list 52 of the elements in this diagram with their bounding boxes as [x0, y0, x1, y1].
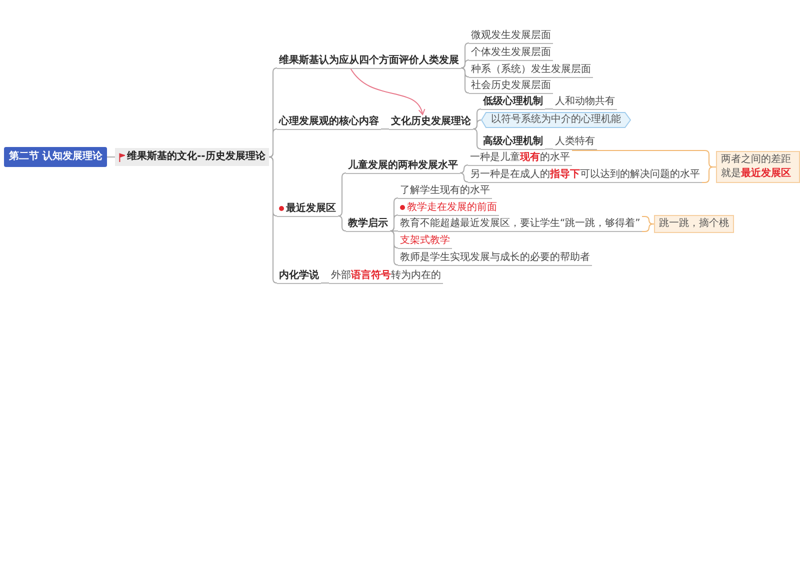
topic-label: 种系（系统）发生发展层面: [469, 62, 593, 78]
topic-label: 教学走在发展的前面: [407, 200, 497, 214]
topic-label: 人和动物共有: [553, 94, 617, 110]
topic-label: 个体发生发展层面: [469, 46, 553, 60]
topic-label: 儿童发展的两种发展水平: [346, 158, 460, 174]
topic-label: 最近发展区: [286, 202, 336, 216]
connector-line: [544, 148, 554, 150]
summary-box: 两者之间的差距就是最近发展区: [716, 151, 800, 183]
connector-line: [338, 216, 346, 232]
topic-label: 高级心理机制: [481, 134, 545, 150]
topic-label: 内化学说: [277, 268, 321, 284]
connector-line: [390, 230, 398, 266]
connector-line: [390, 230, 398, 232]
topic-item: [398, 200, 499, 216]
topic-label: 社会历史发展层面: [469, 78, 553, 94]
topic-label: 教师是学生实现发展与成长的必要的帮助者: [398, 250, 592, 266]
connector-line: [472, 128, 482, 150]
topic-label: 教育不能超越最近发展区，要让学生“跳一跳，够得着”: [398, 216, 642, 232]
topic-label: 另一种是在成人的指导下可以达到的解决问题的水平: [468, 168, 702, 182]
highlight-box: 以符号系统为中介的心理机能: [481, 112, 631, 128]
summary-bracket: [642, 216, 654, 232]
topic-label: 一种是儿童现有的水平: [468, 150, 572, 166]
topic-label: 低级心理机制: [481, 94, 545, 110]
connector-line: [460, 60, 470, 68]
topic-label: 微观发生发展层面: [469, 28, 553, 44]
relationship-arrow: [350, 68, 424, 115]
connector-line: [268, 128, 278, 158]
connector-line: [380, 128, 390, 130]
connector-line: [338, 172, 346, 216]
topic-label: 了解学生现有的水平: [398, 184, 492, 198]
connector-line: [460, 164, 468, 174]
summary-box: 跳一跳，摘个桃: [654, 215, 734, 233]
topic-label: 支架式教学: [398, 234, 452, 248]
topic-label: 维果斯基的文化--历史发展理论: [127, 150, 266, 164]
topic-label: 文化历史发展理论: [389, 114, 473, 130]
summary-bracket: [702, 166, 716, 183]
topic-label: 维果斯基认为应从四个方面评价人类发展: [277, 54, 461, 68]
topic-label: 外部语言符号转为内在的: [329, 268, 443, 284]
connector-line: [460, 172, 468, 182]
connector-line: [320, 282, 330, 284]
connector-line: [106, 156, 116, 158]
main-topic-box: [115, 148, 270, 166]
topic-label: 人类特有: [553, 134, 597, 150]
topic-item: [277, 202, 338, 216]
connector-line: [544, 108, 554, 110]
topic-label: 心理发展观的核心内容: [277, 114, 381, 130]
connector-line: [460, 68, 470, 94]
connector-line: [268, 156, 278, 284]
topic-label: 教学启示: [346, 216, 390, 232]
connector-line: [472, 120, 482, 130]
central-topic: 第二节 认知发展理论: [4, 147, 108, 167]
connector-line: [390, 214, 398, 232]
